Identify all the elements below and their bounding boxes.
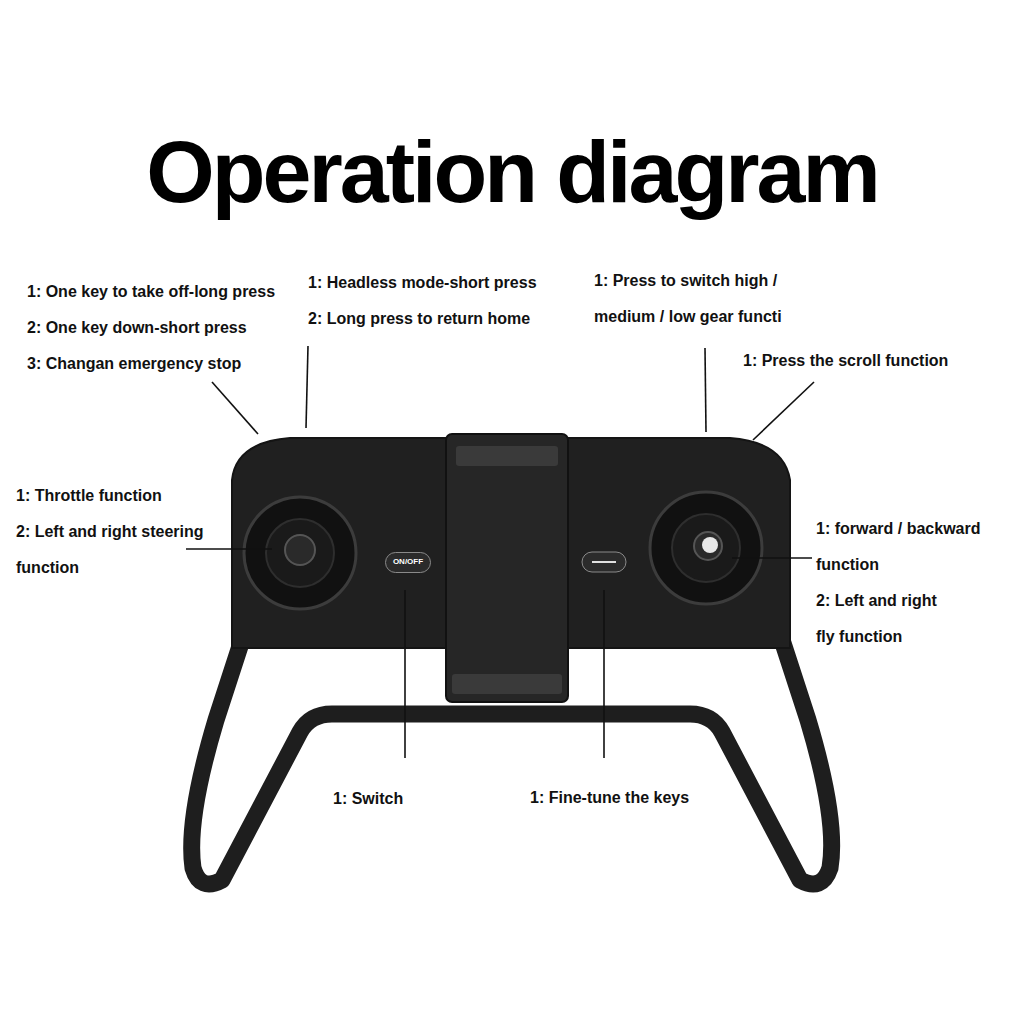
callout-label: 1: Press the scroll function [743,343,948,379]
joystick-highlight [702,537,718,553]
trim-button [582,552,626,572]
joystick-ring [672,514,740,582]
callout-label: 2: One key down-short press [27,310,247,346]
page-title: Operation diagram [0,128,1024,216]
leader-line [603,590,605,758]
button-label: ON/OFF [393,558,423,566]
joystick-base [650,492,762,604]
callout-label: 1: Throttle function [16,478,162,514]
joystick-stick [694,532,722,560]
leader-line [404,590,406,758]
leader-line [753,382,814,440]
callout-label: 1: Headless mode-short press [308,265,537,301]
phone-holder [446,434,568,702]
leader-line [732,557,812,559]
leader-line [186,548,272,550]
callout-label: 2: Long press to return home [308,301,530,337]
leader-line [306,346,308,428]
callout-label: 1: Fine-tune the keys [530,780,689,816]
trim-symbol [592,561,616,563]
leader-line [705,348,706,432]
holder-clamp [452,674,562,694]
handle-frame [192,640,832,884]
joystick-stick [285,535,315,565]
joystick-ring [266,519,334,587]
power-button: ON/OFF [385,552,431,573]
callout-label: 2: Left and right fly function [816,583,951,655]
holder-clamp [456,446,558,466]
callout-label: 1: forward / backward function [816,511,996,583]
callout-label: 1: Switch [333,781,403,817]
leader-line [212,382,258,434]
joystick-base [244,497,356,609]
callout-label: 1: Press to switch high / medium / low g… [594,263,816,335]
callout-label: 3: Changan emergency stop [27,346,241,382]
callout-label: 1: One key to take off-long press [27,274,275,310]
callout-label: 2: Left and right steering function [16,514,228,586]
